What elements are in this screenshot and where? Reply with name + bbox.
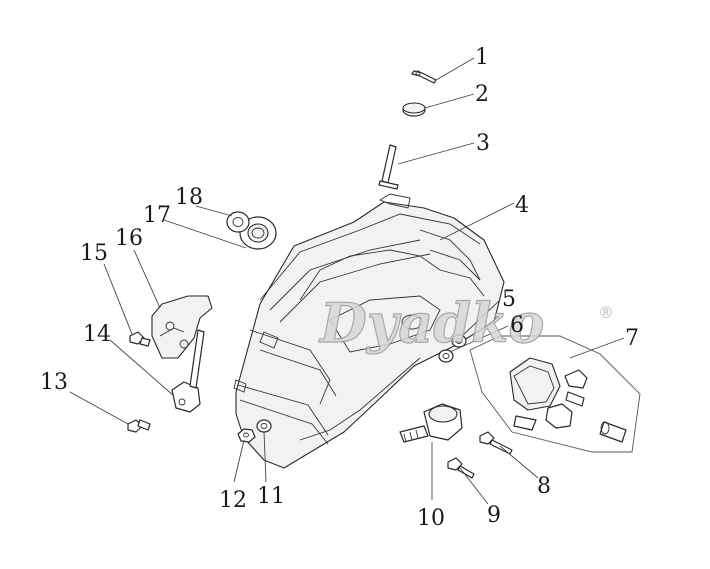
callout-labels: 1 2 3 4 5 6 7 8 9 10 11 12 13 14 15 16 1… xyxy=(40,45,639,531)
callout-13: 13 xyxy=(40,370,68,395)
leader-6 xyxy=(449,325,509,353)
leader-5 xyxy=(461,299,501,337)
leader-1 xyxy=(435,57,475,81)
callout-5: 5 xyxy=(502,287,516,312)
part-7-pump-assembly xyxy=(469,335,641,453)
part-16-cover-plate xyxy=(151,295,213,359)
callout-17: 17 xyxy=(143,203,171,228)
part-13-bolt xyxy=(127,419,151,433)
leader-7 xyxy=(569,337,625,359)
leader-lines xyxy=(69,57,625,505)
part-2-cap xyxy=(402,102,426,117)
leader-4 xyxy=(439,202,515,241)
leader-16 xyxy=(133,249,161,309)
part-3-rod xyxy=(378,144,399,190)
callout-12: 12 xyxy=(219,488,247,513)
callout-18: 18 xyxy=(175,185,203,210)
watermark-text: Dyadko xyxy=(318,291,544,355)
part-4-crankcase xyxy=(233,193,505,469)
callout-7: 7 xyxy=(625,326,639,351)
part-15-bolt xyxy=(129,331,151,347)
leader-3 xyxy=(397,142,475,165)
leader-14 xyxy=(109,339,175,397)
part-9-bolt xyxy=(447,457,475,479)
part-8-bolt xyxy=(479,431,513,455)
callout-8: 8 xyxy=(537,474,551,499)
callout-10: 10 xyxy=(417,506,445,531)
callout-3: 3 xyxy=(476,131,490,156)
callout-2: 2 xyxy=(475,82,489,107)
registered-mark: ® xyxy=(598,303,614,322)
leader-2 xyxy=(424,93,475,109)
part-10-elbow-fitting xyxy=(399,403,463,443)
leader-8 xyxy=(499,445,539,479)
part-11-washer xyxy=(256,419,272,433)
leader-11 xyxy=(263,431,267,483)
leader-15 xyxy=(103,263,133,335)
callout-15: 15 xyxy=(80,241,108,266)
callout-4: 4 xyxy=(515,193,529,218)
leader-9 xyxy=(459,467,489,505)
part-1-clip xyxy=(411,70,437,84)
callout-16: 16 xyxy=(115,226,143,251)
callout-1: 1 xyxy=(475,45,489,70)
callout-9: 9 xyxy=(487,503,501,528)
leader-12 xyxy=(233,439,245,483)
callout-14: 14 xyxy=(83,322,111,347)
watermark: Dyadko ® xyxy=(317,290,614,355)
part-6-washer xyxy=(438,349,454,363)
part-14-bracket xyxy=(171,329,205,413)
part-18-bearing xyxy=(226,211,250,233)
part-5-washer xyxy=(451,334,467,348)
leader-18 xyxy=(195,205,233,217)
part-12-nut xyxy=(237,428,256,443)
callout-6: 6 xyxy=(510,313,524,338)
leader-13 xyxy=(69,391,129,425)
leader-17 xyxy=(163,219,247,249)
callout-11: 11 xyxy=(257,484,285,509)
